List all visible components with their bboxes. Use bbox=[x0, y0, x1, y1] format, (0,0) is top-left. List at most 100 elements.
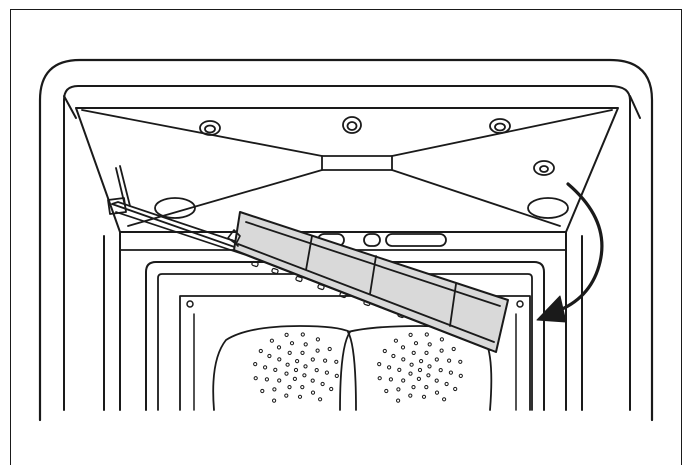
perforation-hole bbox=[269, 338, 274, 343]
perforation-hole bbox=[387, 365, 392, 370]
perforation-hole bbox=[267, 353, 272, 359]
perforation-hole bbox=[314, 368, 319, 373]
perforation-hole bbox=[427, 364, 432, 369]
perforation-hole bbox=[264, 377, 269, 382]
perforation-hole bbox=[442, 397, 447, 402]
perforation-hole bbox=[458, 373, 463, 378]
perforation-hole bbox=[417, 367, 423, 373]
perforation-hole bbox=[447, 358, 452, 363]
perforation-hole bbox=[393, 338, 398, 343]
perforation-hole bbox=[377, 376, 382, 381]
rotation-arrow-icon bbox=[558, 182, 604, 312]
perforation-hole bbox=[397, 367, 402, 372]
perforation-hole bbox=[419, 359, 424, 364]
perforation-hole bbox=[272, 387, 277, 392]
perforation-hole bbox=[289, 341, 295, 346]
perforation-hole bbox=[401, 378, 406, 383]
perforation-hole bbox=[260, 388, 265, 394]
perforation-hole bbox=[448, 370, 453, 375]
perforation-hole bbox=[396, 387, 401, 392]
perforation-hole bbox=[334, 359, 339, 364]
perforation-hole bbox=[391, 353, 396, 359]
mounting-holes bbox=[154, 116, 569, 219]
perforation-hole bbox=[408, 332, 413, 337]
perforation-hole bbox=[424, 350, 429, 355]
perforation-hole bbox=[427, 342, 432, 347]
perforation-hole bbox=[329, 386, 334, 392]
perforation-hole bbox=[408, 371, 413, 376]
perforation-hole bbox=[310, 357, 315, 362]
perforation-hole bbox=[284, 332, 289, 337]
filter-panel-frame bbox=[237, 221, 501, 343]
cabinet-inner-lip bbox=[63, 85, 631, 411]
perforation-hole bbox=[453, 386, 458, 392]
perforation-hole bbox=[424, 332, 429, 337]
perforation-hole bbox=[434, 378, 439, 383]
perforation-hole bbox=[292, 376, 297, 381]
rail-end-bracket bbox=[107, 165, 131, 215]
perforation-hole bbox=[287, 385, 292, 390]
perforation-hole bbox=[320, 381, 325, 387]
perforation-hole bbox=[411, 350, 416, 355]
rotation-arrow-head bbox=[536, 295, 567, 323]
perforation-hole bbox=[310, 378, 315, 383]
top-panel-center bbox=[321, 155, 393, 171]
perforation-hole bbox=[277, 378, 282, 383]
perforation-hole bbox=[426, 373, 431, 378]
fan-perforations-right bbox=[377, 332, 463, 403]
perforation-hole bbox=[315, 337, 320, 342]
perforation-hole bbox=[284, 371, 289, 376]
perforation-hole bbox=[444, 381, 449, 387]
perforation-hole bbox=[416, 376, 421, 381]
perforation-hole bbox=[388, 377, 393, 382]
perforation-hole bbox=[300, 332, 305, 337]
perforation-hole bbox=[439, 337, 444, 342]
perforation-hole bbox=[327, 346, 332, 352]
perforation-hole bbox=[315, 348, 320, 353]
perforation-hole bbox=[323, 358, 328, 363]
perforation-hole bbox=[310, 390, 316, 395]
perforation-hole bbox=[276, 345, 282, 350]
perforation-hole bbox=[434, 390, 440, 395]
perforation-hole bbox=[377, 362, 382, 367]
perforation-hole bbox=[295, 359, 300, 364]
fan-grille-right bbox=[347, 325, 493, 411]
perforation-hole bbox=[458, 359, 463, 364]
perforation-hole bbox=[451, 346, 456, 352]
perforation-hole bbox=[273, 367, 278, 372]
perforation-hole bbox=[258, 348, 263, 354]
perforation-hole bbox=[277, 357, 282, 362]
perforation-hole bbox=[300, 385, 305, 390]
panel-clip bbox=[227, 229, 241, 247]
perforation-hole bbox=[293, 367, 299, 373]
perforation-hole bbox=[439, 348, 444, 353]
perforation-hole bbox=[303, 342, 308, 347]
perforation-hole bbox=[408, 393, 413, 398]
perforation-hole bbox=[285, 362, 290, 367]
perforation-hole bbox=[263, 365, 268, 370]
perforation-hole bbox=[284, 393, 289, 398]
perforation-hole bbox=[324, 370, 329, 375]
perforation-hole bbox=[253, 376, 258, 381]
perforation-hole bbox=[438, 368, 443, 373]
fan-grille-left bbox=[212, 325, 351, 411]
perforation-hole bbox=[334, 373, 339, 378]
perforation-hole bbox=[302, 373, 307, 378]
perforation-hole bbox=[411, 385, 416, 390]
perforation-hole bbox=[413, 341, 419, 346]
perforation-hole bbox=[421, 394, 427, 399]
cabinet-outline bbox=[38, 58, 654, 422]
figure-frame bbox=[10, 9, 682, 465]
perforation-hole bbox=[253, 362, 258, 367]
perforation-hole bbox=[400, 345, 406, 350]
perforation-hole bbox=[401, 357, 406, 362]
perforation-hole bbox=[409, 362, 414, 367]
perforation-hole bbox=[396, 398, 401, 403]
perforation-hole bbox=[424, 385, 429, 390]
fan-perforations-left bbox=[253, 332, 339, 403]
perforation-hole bbox=[287, 350, 292, 355]
perforation-hole bbox=[318, 397, 323, 402]
perforation-hole bbox=[272, 398, 277, 403]
perforation-hole bbox=[382, 348, 387, 354]
